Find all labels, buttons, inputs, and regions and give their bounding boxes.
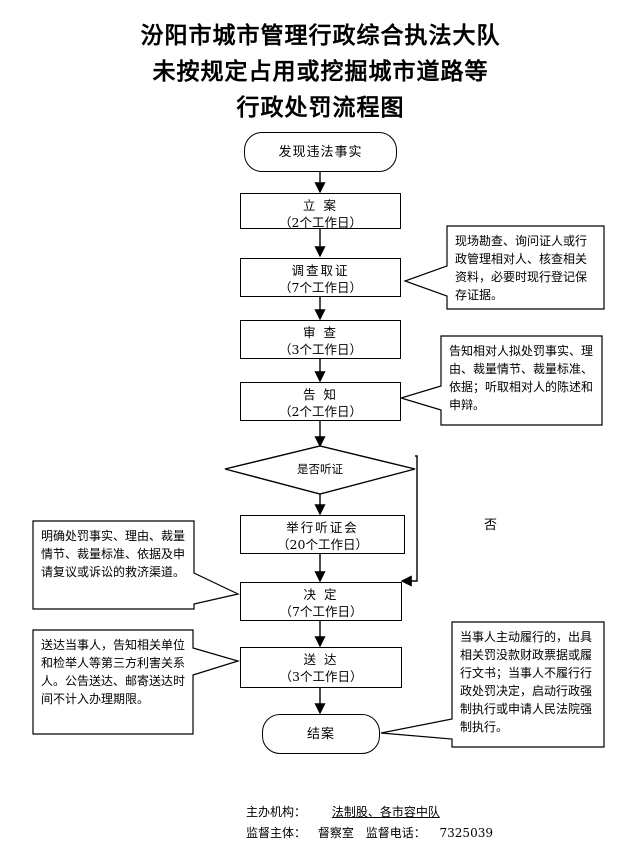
decision-diamond: [224, 445, 416, 495]
start-node: 发现违法事实: [244, 132, 397, 172]
title-line-3: 行政处罚流程图: [236, 94, 405, 121]
callout-jueding: [32, 520, 240, 610]
footer-supervisor: 监督主体： 督察室 监督电话： 7325039: [246, 824, 503, 841]
footer-phone-label: 监督电话：: [365, 826, 426, 840]
step-lian-name: 立 案: [303, 198, 338, 213]
step-jueding-name: 决 定: [303, 587, 339, 602]
step-jueding-time: （7个工作日）: [279, 604, 363, 619]
no-branch-label: 否: [484, 518, 498, 533]
step-shencha-time: （3个工作日）: [279, 342, 362, 357]
decision-label: 是否听证: [297, 462, 343, 476]
callout-songda: [32, 629, 241, 735]
step-diaocha-name: 调查取证: [291, 263, 350, 278]
footer-host-label: 主办机构：: [246, 805, 307, 819]
step-gaozhi-time: （2个工作日）: [279, 404, 362, 419]
callout-diaocha: [403, 225, 605, 310]
footer-host-value: 法制股、各市容中队: [331, 805, 440, 819]
title-line-2: 未按规定占用或挖掘城市道路等: [152, 58, 489, 85]
step-diaocha: 调查取证 （7个工作日）: [240, 258, 401, 297]
step-tingzheng: 举行听证会 （20个工作日）: [240, 515, 405, 554]
step-gaozhi-name: 告 知: [303, 387, 338, 402]
arrow-no-branch: [400, 455, 418, 587]
end-node: 结案: [262, 714, 380, 754]
step-lian-time: （2个工作日）: [279, 215, 362, 230]
note-songda: 送达当事人，告知相关单位和检举人等第三方利害关系人。公告送达、邮寄送达时间不计入…: [41, 638, 186, 706]
step-tingzheng-name: 举行听证会: [286, 520, 359, 535]
step-tingzheng-time: （20个工作日）: [277, 537, 368, 552]
callout-end: [380, 621, 605, 748]
callout-gaozhi: [398, 335, 603, 426]
step-shencha-name: 审 查: [303, 325, 338, 340]
step-songda-time: （3个工作日）: [279, 669, 363, 684]
note-end: 当事人主动履行的，出具相关罚没款财政票据或履行文书；当事人不履行行政处罚决定，启…: [460, 630, 593, 734]
step-gaozhi: 告 知 （2个工作日）: [240, 382, 401, 421]
step-lian: 立 案 （2个工作日）: [240, 193, 401, 230]
step-shencha: 审 查 （3个工作日）: [240, 320, 401, 359]
step-songda-name: 送 达: [303, 652, 339, 667]
note-jueding: 明确处罚事实、理由、裁量情节、裁量标准、依据及申请复议或诉讼的救济渠道。: [41, 529, 186, 579]
step-songda: 送 达 （3个工作日）: [240, 647, 402, 688]
footer-supervisor-label: 监督主体：: [246, 826, 307, 840]
note-diaocha: 现场勘查、询问证人或行政管理相对人、核查相关资料，必要时现行登记保存证据。: [455, 234, 588, 302]
note-gaozhi: 告知相对人拟处罚事实、理由、裁量情节、裁量标准、依据；听取相对人的陈述和申辩。: [449, 344, 594, 412]
footer-supervisor-value: 督察室: [317, 826, 354, 840]
footer-phone-value: 7325039: [439, 826, 493, 840]
step-diaocha-time: （7个工作日）: [279, 280, 362, 295]
step-jueding: 决 定 （7个工作日）: [240, 582, 402, 621]
footer-host: 主办机构： 法制股、各市容中队: [246, 803, 462, 820]
title-line-1: 汾阳市城市管理行政综合执法大队: [140, 22, 501, 49]
